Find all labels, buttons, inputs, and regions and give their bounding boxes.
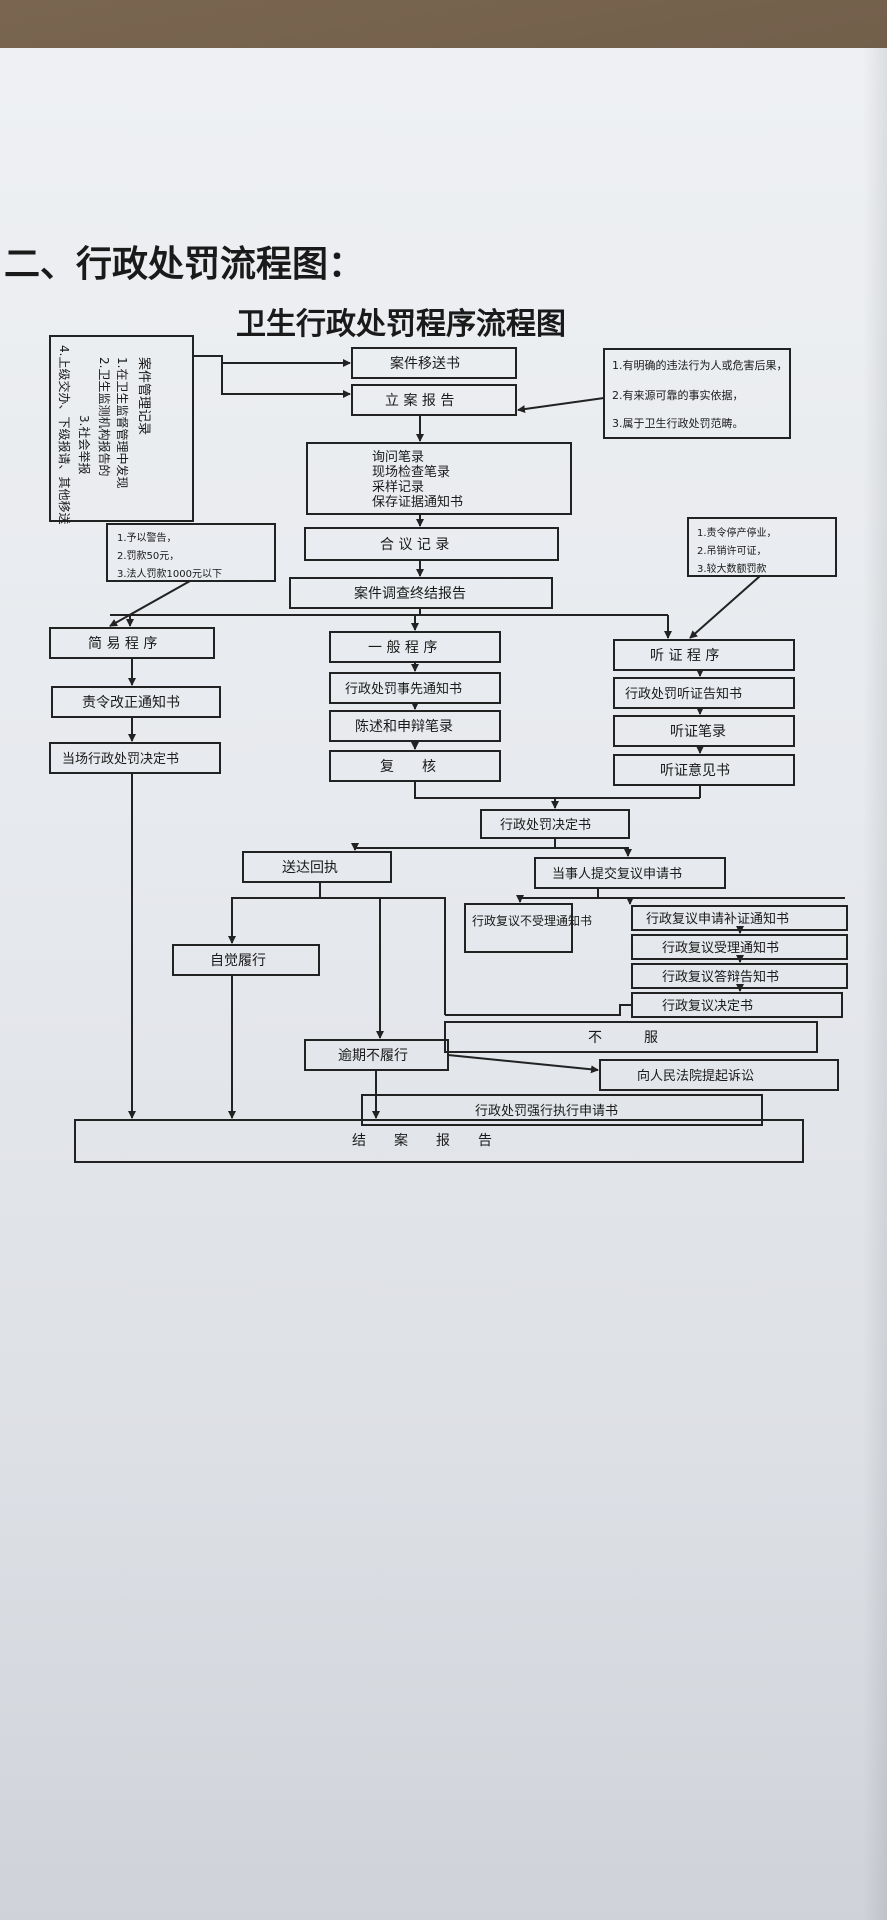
criteria-line-1: 2.有来源可靠的事实依据，	[612, 388, 744, 402]
reconsideration-decision-label: 行政复议决定书	[662, 999, 753, 1014]
not-comply-label: 不 服	[588, 1030, 658, 1046]
hearing-conditions-box	[687, 517, 837, 577]
not-accepted-label: 行政复议不受理通知书	[472, 914, 592, 928]
reconsideration-apply-label: 当事人提交复议申请书	[552, 866, 682, 882]
sources-box	[49, 335, 194, 522]
prior-notice-label: 行政处罚事先通知书	[345, 681, 462, 697]
simple-conditions-box	[106, 523, 276, 582]
order-correction-label: 责令改正通知书	[82, 694, 180, 711]
accepted-notice-label: 行政复议受理通知书	[662, 940, 779, 956]
overdue-label: 逾期不履行	[338, 1048, 408, 1064]
evidence-line-3: 保存证据通知书	[372, 494, 463, 510]
closing-report-box	[74, 1119, 804, 1163]
simple-cond-1: 2.罚款50元，	[117, 549, 179, 562]
hearing-opinion-box	[613, 754, 795, 786]
source-line-0: 案件管理记录	[136, 357, 151, 435]
hearing-procedure-label: 听 证 程 序	[650, 648, 719, 664]
hearing-cond-0: 1.责令停产停业，	[697, 526, 777, 539]
simple-cond-2: 3.法人罚款1000元以下	[117, 567, 222, 580]
not-comply-box	[444, 1021, 818, 1053]
statement-record-label: 陈述和申辩笔录	[355, 718, 453, 735]
hearing-notice-box	[613, 677, 795, 709]
hearing-cond-1: 2.吊销许可证，	[697, 544, 767, 557]
case-transfer-label: 案件移送书	[390, 355, 460, 372]
criteria-line-2: 3.属于卫生行政处罚范畴。	[612, 416, 744, 430]
hearing-record-label: 听证笔录	[670, 724, 726, 740]
criteria-line-0: 1.有明确的违法行为人或危害后果，	[612, 358, 788, 372]
filing-report-box	[351, 384, 517, 416]
evidence-line-1: 现场检查笔录	[372, 464, 450, 480]
source-line-4: 4.上级交办、下级报请、其他移送	[57, 345, 72, 524]
source-line-2: 2.卫生监测机构报告的	[97, 357, 112, 476]
closing-report-label: 结 案 报 告	[352, 1132, 492, 1149]
paper-shadow	[863, 48, 887, 1920]
hearing-cond-2: 3.较大数额罚款	[697, 562, 767, 575]
chart-title: 卫生行政处罚程序流程图	[236, 307, 566, 342]
voluntary-label: 自觉履行	[210, 953, 266, 969]
onsite-decision-label: 当场行政处罚决定书	[62, 752, 179, 767]
hearing-procedure-box	[613, 639, 795, 671]
review-label: 复 核	[380, 758, 436, 775]
delivery-receipt-label: 送达回执	[282, 860, 338, 876]
enforcement-apply-box	[361, 1094, 763, 1126]
evidence-records-box	[306, 442, 572, 515]
sue-box	[599, 1059, 839, 1091]
final-report-label: 案件调查终结报告	[354, 585, 466, 602]
delivery-receipt-box	[242, 851, 392, 883]
supplement-notice-label: 行政复议申请补证通知书	[646, 911, 789, 927]
voluntary-box	[172, 944, 320, 976]
evidence-line-0: 询问笔录	[372, 449, 424, 465]
simple-cond-0: 1.予以警告，	[117, 531, 177, 544]
reconsideration-apply-box	[534, 857, 726, 889]
collegiate-record-box	[304, 527, 559, 561]
sue-label: 向人民法院提起诉讼	[637, 1068, 754, 1084]
not-accepted-box	[464, 903, 573, 953]
evidence-line-2: 采样记录	[372, 480, 424, 495]
enforcement-apply-label: 行政处罚强行执行申请书	[475, 1104, 618, 1119]
filing-report-label: 立 案 报 告	[385, 392, 454, 409]
reply-notice-label: 行政复议答辩告知书	[662, 969, 779, 985]
order-correction-box	[51, 686, 221, 718]
collegiate-record-label: 合 议 记 录	[380, 537, 449, 553]
case-transfer-box	[351, 347, 517, 379]
hearing-notice-label: 行政处罚听证告知书	[625, 686, 742, 702]
general-procedure-label: 一 般 程 序	[368, 640, 437, 656]
source-line-3: 3.社会举报	[77, 415, 92, 474]
filing-criteria-box	[603, 348, 791, 439]
source-line-1: 1.在卫生监督管理中发现	[115, 357, 130, 488]
section-heading: 二、行政处罚流程图：	[4, 244, 364, 285]
hearing-opinion-label: 听证意见书	[660, 762, 730, 779]
decision-label: 行政处罚决定书	[500, 818, 591, 833]
hearing-record-box	[613, 715, 795, 747]
onsite-decision-box	[49, 742, 221, 774]
simple-procedure-label: 简 易 程 序	[88, 635, 157, 652]
